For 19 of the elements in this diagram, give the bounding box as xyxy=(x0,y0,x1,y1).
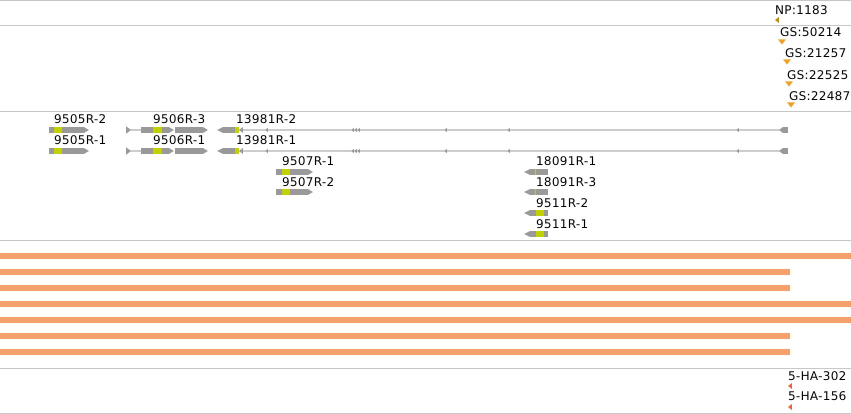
feature-label: 9511R-1 xyxy=(536,217,588,231)
feature-label: 9506R-1 xyxy=(153,133,206,147)
feature-label: 18091R-1 xyxy=(536,154,596,168)
feature-label: 9505R-2 xyxy=(54,112,106,126)
feature-label: 13981R-1 xyxy=(236,133,296,147)
feature-label: 5-HA-156 xyxy=(788,389,847,403)
feature-label: 13981R-2 xyxy=(236,112,296,126)
feature-label: 5-HA-302 xyxy=(788,369,847,383)
feature-label: GS:22487 xyxy=(789,89,851,103)
feature-label: 9506R-3 xyxy=(153,112,206,126)
feature-label: 9511R-2 xyxy=(536,196,588,210)
feature-label: 9507R-2 xyxy=(282,175,334,189)
feature-label: 18091R-3 xyxy=(536,175,596,189)
feature-label: 9505R-1 xyxy=(54,133,106,147)
feature-label: GS:21257 xyxy=(785,46,847,60)
feature-label: 9507R-1 xyxy=(282,154,334,168)
feature-label: GS:50214 xyxy=(780,25,842,39)
feature-label: NP:1183 xyxy=(775,3,828,17)
feature-label: GS:22525 xyxy=(787,68,849,82)
